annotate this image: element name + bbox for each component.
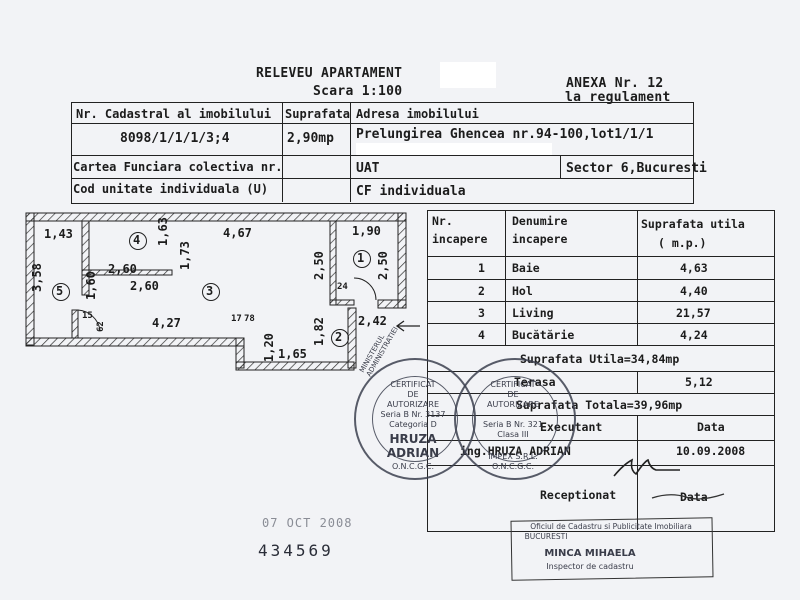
office-stamp-city: BUCURESTI [524, 532, 568, 541]
dimension-label: 78 [244, 314, 255, 324]
cadastral-label: Nr. Cadastral al imobilului [76, 107, 272, 121]
authorization-stamp-right [454, 358, 576, 480]
address-value: Prelungirea Ghencea nr.94-100,lot1/1/1 [356, 127, 654, 142]
dimension-label: 15 [82, 311, 93, 321]
col-nr-line1: Nr. [432, 214, 453, 228]
room-row-area: 4,24 [680, 328, 708, 342]
execution-date: 10.09.2008 [676, 444, 746, 458]
stamp-text: DE [407, 390, 419, 399]
cod-unitate-label: Cod unitate individuala (U) [73, 182, 269, 196]
room-label: 4 [133, 233, 141, 247]
redacted-address-line [356, 143, 552, 155]
dimension-label: 4,67 [223, 226, 252, 240]
cadastral-value: 8098/1/1/1/3;4 [120, 131, 230, 146]
office-stamp-text: Oficiul de Cadastru si Publicitate Imobi… [530, 522, 692, 531]
room-row-area: 4,40 [680, 284, 708, 298]
stamp-name: HRUZA [389, 432, 437, 446]
office-stamp-role: Inspector de cadastru [546, 562, 634, 571]
dimension-label: 1,43 [44, 227, 73, 241]
dimension-label: 1,63 [156, 217, 170, 246]
stamp-text: CERTIFICAT [390, 380, 436, 389]
dimension-label: 2,50 [312, 251, 326, 280]
room-row-name: Living [512, 306, 554, 320]
dimension-label: 2,60 [130, 279, 159, 293]
stamp-text: CERTIFICAT [490, 380, 536, 389]
stamp-text: DE [507, 390, 519, 399]
stamp-text: Clasa III [497, 430, 529, 439]
terrace-value: 5,12 [685, 375, 713, 389]
uat-label: UAT [356, 161, 380, 176]
dimension-label: 2,50 [376, 251, 390, 280]
annex-regulation: la regulament [565, 90, 671, 105]
room-label: 2 [335, 330, 343, 344]
signature-icon [613, 458, 680, 477]
registration-number: 434569 [258, 541, 334, 560]
dimension-label: 1,73 [178, 241, 192, 270]
floor-plan [25, 212, 420, 371]
cf-individuala-value: CF individuala [356, 184, 466, 199]
stamp-text: IMPEX S.R.L. [488, 452, 538, 461]
dimension-label: 62 [96, 321, 106, 332]
dimension-label: 1,60 [84, 271, 98, 300]
useful-surface-total: Suprafata Utila=34,84mp [520, 352, 680, 366]
room-row-area: 4,63 [680, 261, 708, 275]
room-row-name: Hol [512, 284, 533, 298]
stamp-name: ADRIAN [386, 446, 440, 460]
dimension-label: 24 [337, 282, 348, 292]
stamp-text: AUTORIZARE [387, 400, 439, 409]
dimension-label: 2,42 [358, 314, 387, 328]
room-label: 1 [357, 251, 365, 265]
room-label: 3 [206, 284, 214, 298]
date-label: Data [697, 420, 725, 434]
stamp-text: Seria B Nr. 321 [483, 420, 543, 429]
scale-label: Scara 1:100 [313, 84, 403, 99]
dimension-label: 17 [231, 314, 242, 324]
room-row-nr: 1 [478, 261, 485, 275]
uat-value: Sector 6,Bucuresti [566, 161, 707, 176]
stamp-text: Seria B Nr. 3137 [380, 410, 446, 419]
room-row-name: Baie [512, 261, 540, 275]
stamp-text: Categoria D [389, 420, 437, 429]
surface-label: Suprafata [285, 107, 351, 121]
annex-label: ANEXA Nr. 12 [566, 76, 664, 91]
dimension-label: 1,65 [278, 347, 307, 361]
room-row-area: 21,57 [676, 306, 711, 320]
room-row-nr: 3 [478, 306, 485, 320]
room-label: 5 [56, 284, 64, 298]
surface-value: 2,90mp [287, 131, 334, 146]
dimension-label: 1,82 [312, 317, 326, 346]
col-area-line1: Suprafata utila [641, 217, 745, 231]
room-row-nr: 4 [478, 328, 485, 342]
stamp-org: O.N.C.G.C. [391, 462, 435, 471]
dimension-label: 1,20 [262, 333, 276, 362]
room-row-nr: 2 [478, 284, 485, 298]
office-stamp-name: MINCA MIHAELA [544, 548, 636, 559]
col-area-line2: ( m.p.) [658, 236, 707, 250]
document-title: RELEVEU APARTAMENT [256, 66, 403, 81]
date-stamp: 07 OCT 2008 [262, 516, 353, 530]
carte-funciara-label: Cartea Funciara colectiva nr. [73, 160, 283, 174]
room-row-name: Bucătărie [512, 328, 575, 342]
dimension-label: 1,90 [352, 224, 381, 238]
dimension-label: 4,27 [152, 316, 181, 330]
col-nr-line2: incapere [432, 232, 488, 246]
dimension-label: 3,58 [30, 263, 44, 292]
redacted-apartment-number [440, 62, 496, 88]
reception-date-label: Data [680, 490, 708, 504]
signature-icon [651, 493, 725, 500]
col-name-line2: incapere [512, 232, 568, 246]
receptionat-label: Receptionat [540, 488, 617, 502]
dimension-label: 2,60 [108, 262, 137, 276]
col-name-line1: Denumire [512, 214, 568, 228]
stamp-org: O.N.C.G.C. [491, 462, 535, 471]
address-label: Adresa imobilului [356, 107, 479, 121]
stamp-text: AUTORIZARE [487, 400, 539, 409]
